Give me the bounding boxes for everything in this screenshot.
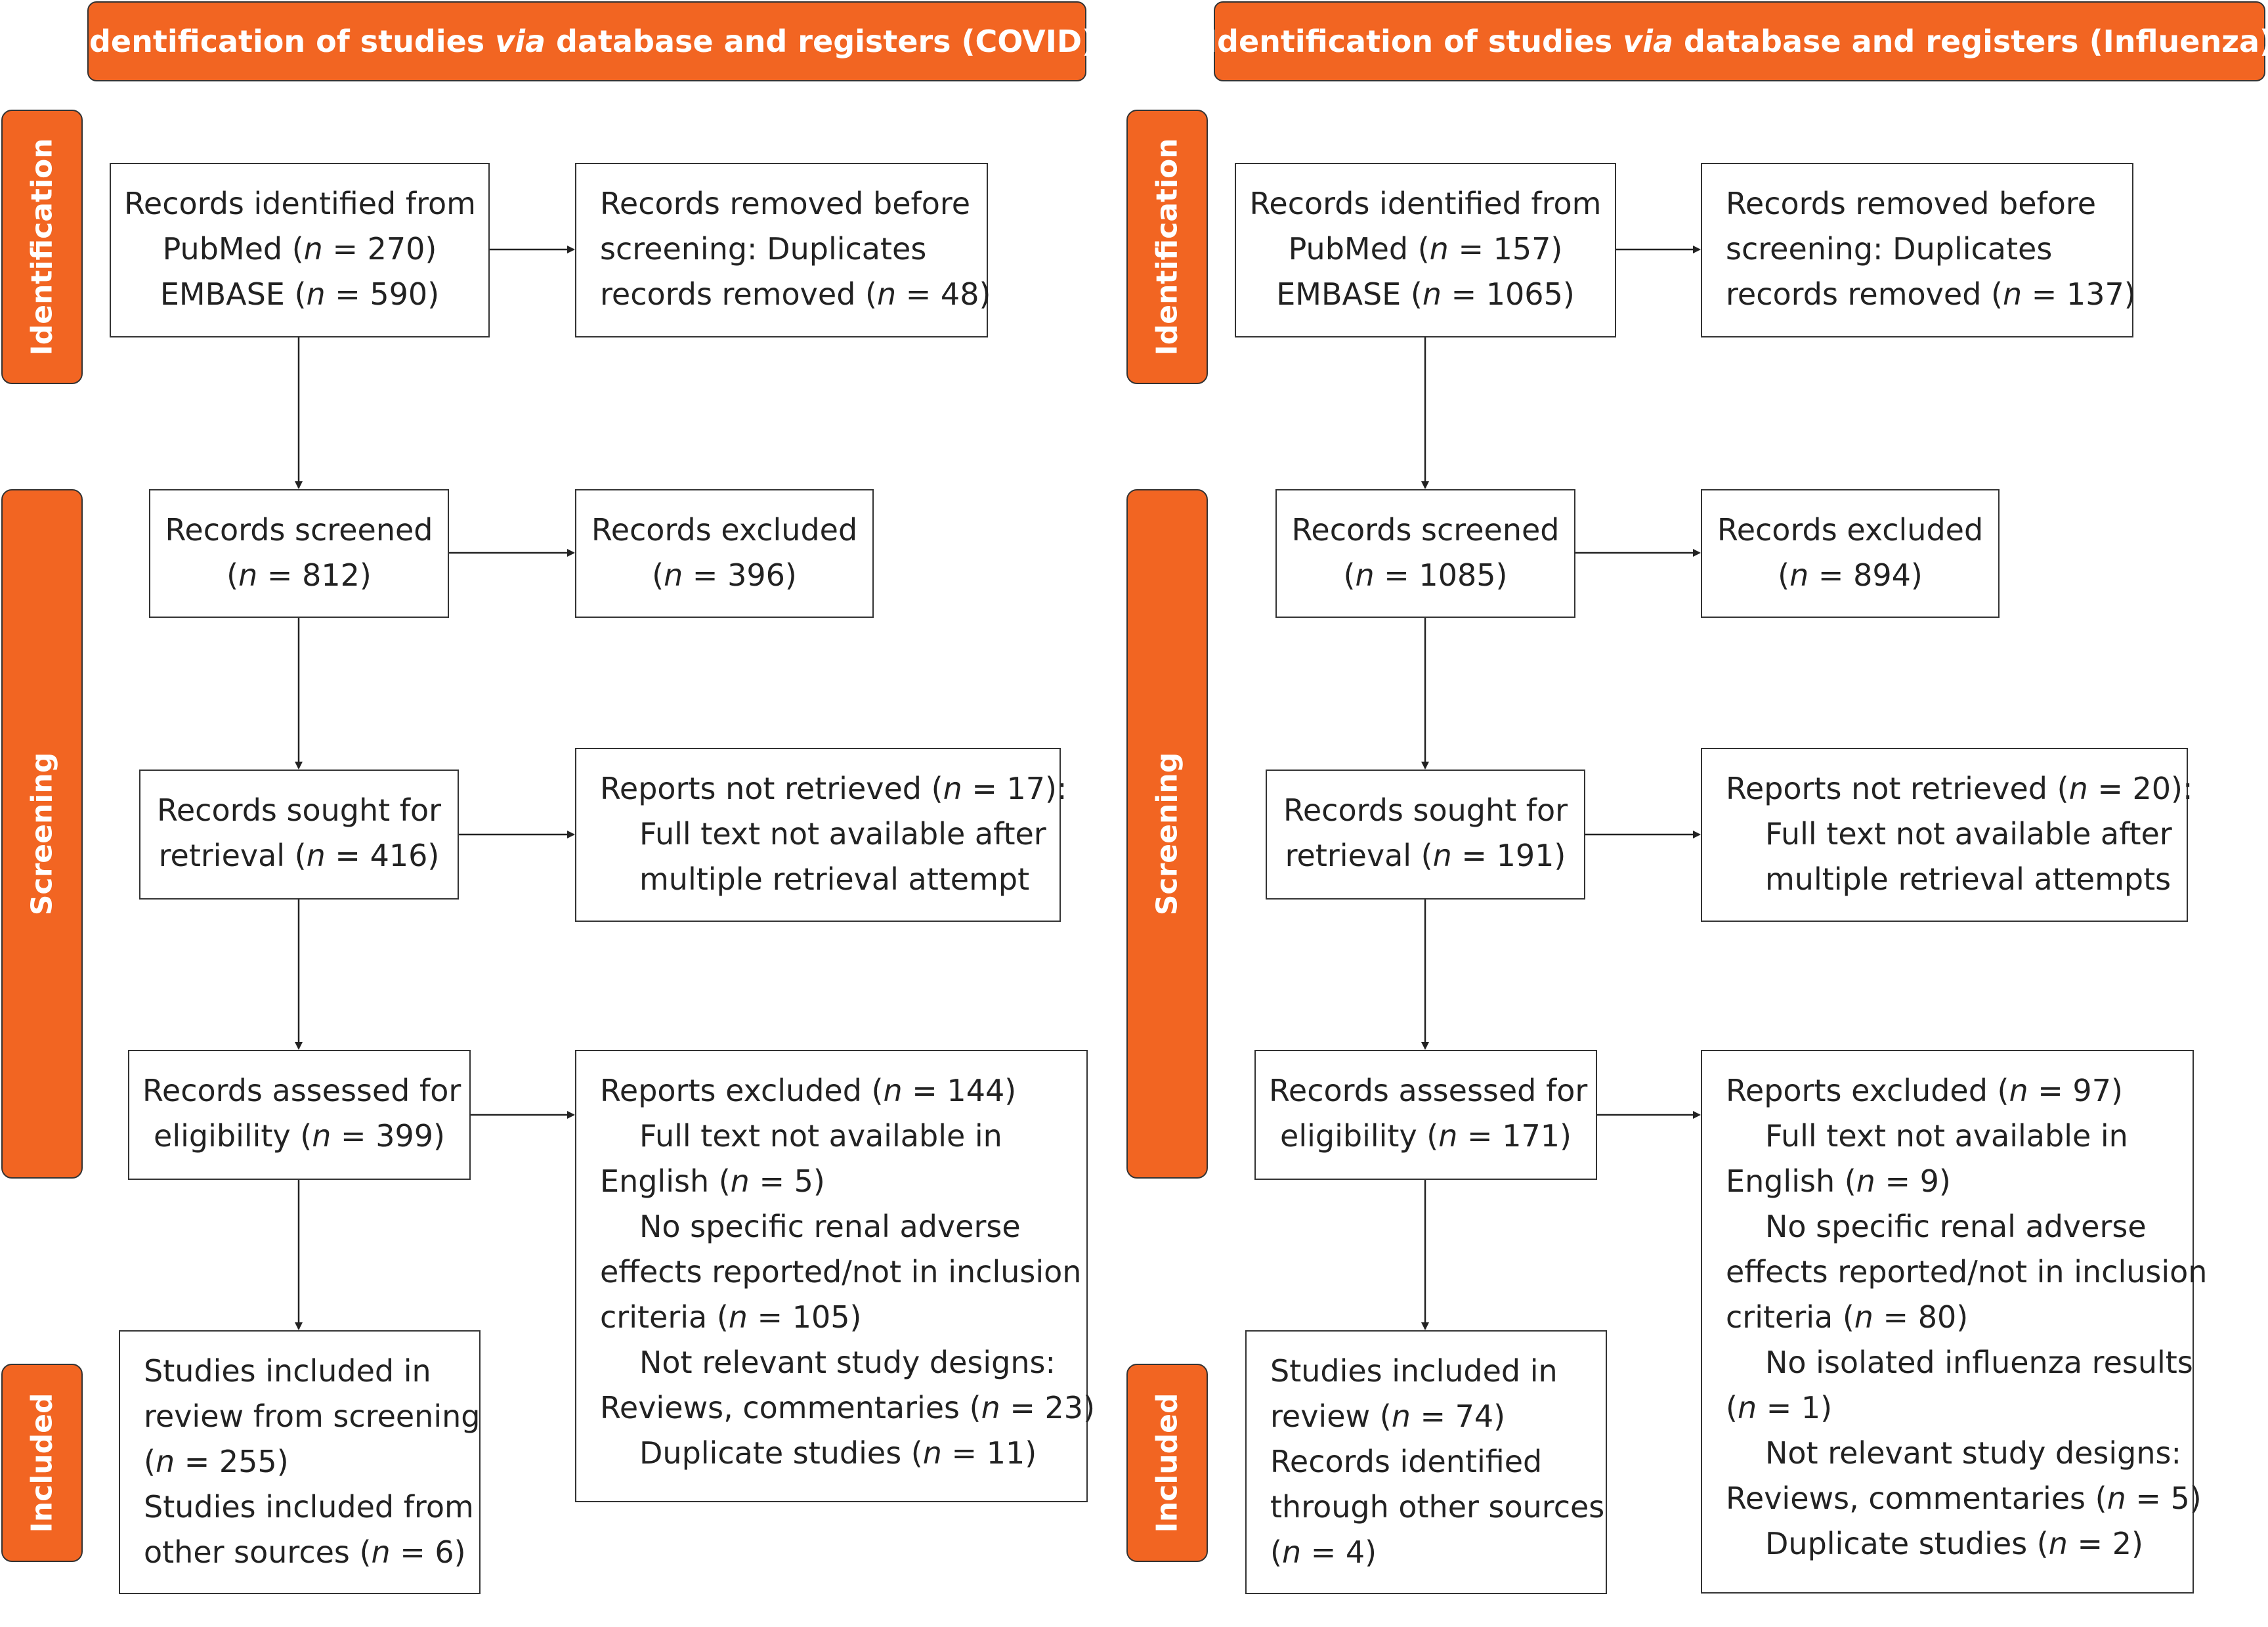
covid-not-retrieved-box: Reports not retrieved (n = 17): Full tex… [575,748,1067,922]
influenza-rep-excl-line1: Reports excluded (n = 97) [1726,1073,2123,1108]
covid-not-retrieved-line2: Full text not available after [639,816,1046,852]
influenza-rep-excl-line2: Full text not available in [1765,1118,2128,1154]
covid-records-assessed-box: Records assessed for eligibility (n = 39… [128,1050,471,1180]
influenza-identified-line3: EMBASE (n = 1065) [1276,276,1575,312]
covid-records-screened-box: Records screened (n = 812) [149,489,449,618]
covid-included-line2: review from screening [144,1399,481,1434]
covid-rep-excl-line2: Full text not available in [639,1118,1002,1154]
influenza-reports-excluded-box: Reports excluded (n = 97) Full text not … [1701,1050,2208,1594]
covid-stage-included: Included [1,1364,83,1562]
influenza-not-retrieved-line2: Full text not available after [1765,816,2172,852]
covid-rep-excl-line1: Reports excluded (n = 144) [600,1073,1017,1108]
covid-rep-excl-line3: English (n = 5) [600,1163,825,1199]
influenza-stage-screening: Screening [1126,489,1208,1179]
covid-screened-line1: Records screened [165,512,433,548]
influenza-included-line4: through other sources [1270,1489,1605,1525]
influenza-studies-included-box: Studies included in review (n = 74) Reco… [1245,1330,1607,1594]
influenza-rep-excl-line10: Reviews, commentaries (n = 5) [1726,1481,2202,1516]
influenza-rep-excl-line4: No specific renal adverse [1765,1209,2147,1244]
covid-included-line5: other sources (n = 6) [144,1534,466,1570]
covid-assessed-line1: Records assessed for [142,1073,461,1108]
covid-removed-line1: Records removed before [600,186,971,221]
influenza-records-assessed-box: Records assessed for eligibility (n = 17… [1254,1050,1597,1180]
covid-banner-post: database and registers (COVID) [546,24,1096,59]
covid-banner: Identification of studies via database a… [78,1,1096,81]
covid-rep-excl-line7: Not relevant study designs: [639,1345,1056,1380]
influenza-banner-pre: Identification of studies [1205,24,1623,59]
influenza-identified-line2: PubMed (n = 157) [1288,231,1563,267]
influenza-identified-line1: Records identified from [1249,186,1602,221]
influenza-rep-excl-line5: effects reported/not in inclusion [1726,1254,2208,1290]
covid-removed-line2: screening: Duplicates [600,231,927,267]
influenza-records-removed-box: Records removed before screening: Duplic… [1701,163,2136,337]
influenza-screened-line2: (n = 1085) [1343,557,1508,593]
covid-included-line4: Studies included from [144,1489,474,1525]
covid-sought-line1: Records sought for [156,792,442,828]
covid-records-excluded-box: Records excluded (n = 396) [575,489,874,618]
covid-stage-identification: Identification [1,110,83,384]
influenza-assessed-line2: eligibility (n = 171) [1280,1118,1572,1154]
covid-removed-line3: records removed (n = 48) [600,276,991,312]
influenza-not-retrieved-line3: multiple retrieval attempts [1765,861,2172,897]
influenza-not-retrieved-box: Reports not retrieved (n = 20): Full tex… [1701,748,2193,922]
influenza-rep-excl-line7: No isolated influenza results [1765,1345,2193,1380]
influenza-stage-identification: Identification [1126,110,1208,384]
influenza-assessed-line1: Records assessed for [1269,1073,1588,1108]
influenza-rep-excl-line9: Not relevant study designs: [1765,1435,2181,1471]
influenza-stage-included: Included [1126,1364,1208,1562]
covid-studies-included-box: Studies included in review from screenin… [119,1330,481,1594]
influenza-removed-line1: Records removed before [1726,186,2097,221]
covid-records-removed-box: Records removed before screening: Duplic… [575,163,991,337]
influenza-included-line1: Studies included in [1270,1353,1558,1389]
influenza-removed-line3: records removed (n = 137) [1726,276,2136,312]
influenza-not-retrieved-line1: Reports not retrieved (n = 20): [1726,771,2193,806]
covid-excluded-line1: Records excluded [591,512,858,548]
covid-records-sought-box: Records sought for retrieval (n = 416) [139,770,459,900]
influenza-banner-via: via [1623,24,1674,59]
covid-not-retrieved-line1: Reports not retrieved (n = 17): [600,771,1067,806]
influenza-excluded-line2: (n = 894) [1778,557,1923,593]
influenza-records-identified-box: Records identified from PubMed (n = 157)… [1235,163,1616,337]
covid-sought-line2: retrieval (n = 416) [158,838,440,873]
covid-stage-screening: Screening [1,489,83,1179]
covid-banner-via: via [495,24,546,59]
covid-rep-excl-line4: No specific renal adverse [639,1209,1021,1244]
influenza-rep-excl-line11: Duplicate studies (n = 2) [1765,1526,2143,1561]
influenza-rep-excl-line8: (n = 1) [1726,1390,1833,1425]
influenza-banner: Identification of studies via database a… [1206,1,2268,81]
influenza-records-sought-box: Records sought for retrieval (n = 191) [1266,770,1585,900]
covid-identified-line2: PubMed (n = 270) [162,231,437,267]
influenza-screened-line1: Records screened [1291,512,1560,548]
influenza-included-line3: Records identified [1270,1444,1543,1479]
covid-reports-excluded-box: Reports excluded (n = 144) Full text not… [575,1050,1096,1502]
influenza-removed-line2: screening: Duplicates [1726,231,2053,267]
covid-rep-excl-line9: Duplicate studies (n = 11) [639,1435,1037,1471]
influenza-sought-line2: retrieval (n = 191) [1285,838,1566,873]
influenza-records-screened-box: Records screened (n = 1085) [1275,489,1575,618]
covid-assessed-line2: eligibility (n = 399) [154,1118,445,1154]
covid-identified-line1: Records identified from [124,186,476,221]
covid-included-line3: (n = 255) [144,1444,289,1479]
influenza-rep-excl-line3: English (n = 9) [1726,1163,1951,1199]
covid-identified-line3: EMBASE (n = 590) [160,276,440,312]
influenza-sought-line1: Records sought for [1283,792,1568,828]
influenza-records-excluded-box: Records excluded (n = 894) [1701,489,2000,618]
covid-records-identified-box: Records identified from PubMed (n = 270)… [110,163,490,337]
influenza-included-line5: (n = 4) [1270,1534,1377,1570]
covid-screened-line2: (n = 812) [226,557,372,593]
covid-not-retrieved-line3: multiple retrieval attempt [639,861,1030,897]
influenza-rep-excl-line6: criteria (n = 80) [1726,1299,1969,1335]
covid-excluded-line2: (n = 396) [652,557,797,593]
influenza-banner-post: database and registers (Influenza) [1673,24,2268,59]
covid-rep-excl-line8: Reviews, commentaries (n = 23) [600,1390,1096,1425]
covid-rep-excl-line5: effects reported/not in inclusion [600,1254,1082,1290]
influenza-excluded-line1: Records excluded [1717,512,1984,548]
influenza-included-line2: review (n = 74) [1270,1399,1506,1434]
covid-banner-pre: Identification of studies [77,24,496,59]
covid-included-line1: Studies included in [144,1353,431,1389]
covid-rep-excl-line6: criteria (n = 105) [600,1299,862,1335]
